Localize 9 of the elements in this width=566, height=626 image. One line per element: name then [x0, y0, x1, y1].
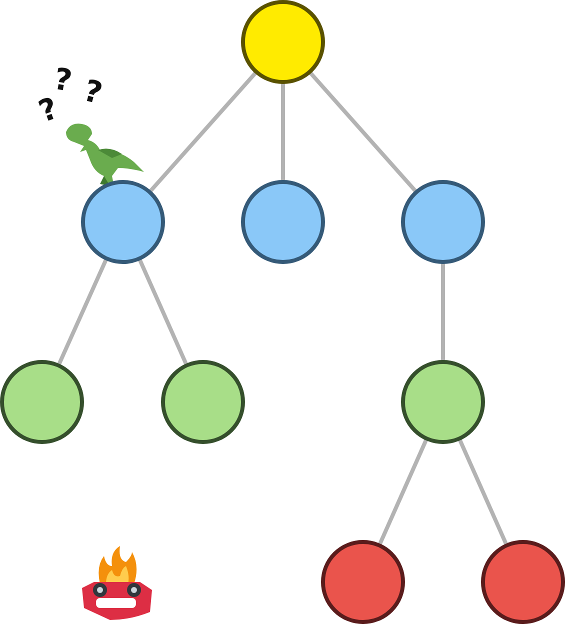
connector-line — [457, 438, 509, 546]
connector-line — [281, 82, 285, 182]
question-mark: ? — [80, 76, 105, 110]
connector-line — [137, 258, 189, 366]
connector-line — [148, 70, 258, 194]
connector-line — [56, 258, 108, 366]
connector-line — [377, 438, 429, 546]
connector-line — [308, 70, 418, 194]
connector-line — [441, 262, 445, 362]
